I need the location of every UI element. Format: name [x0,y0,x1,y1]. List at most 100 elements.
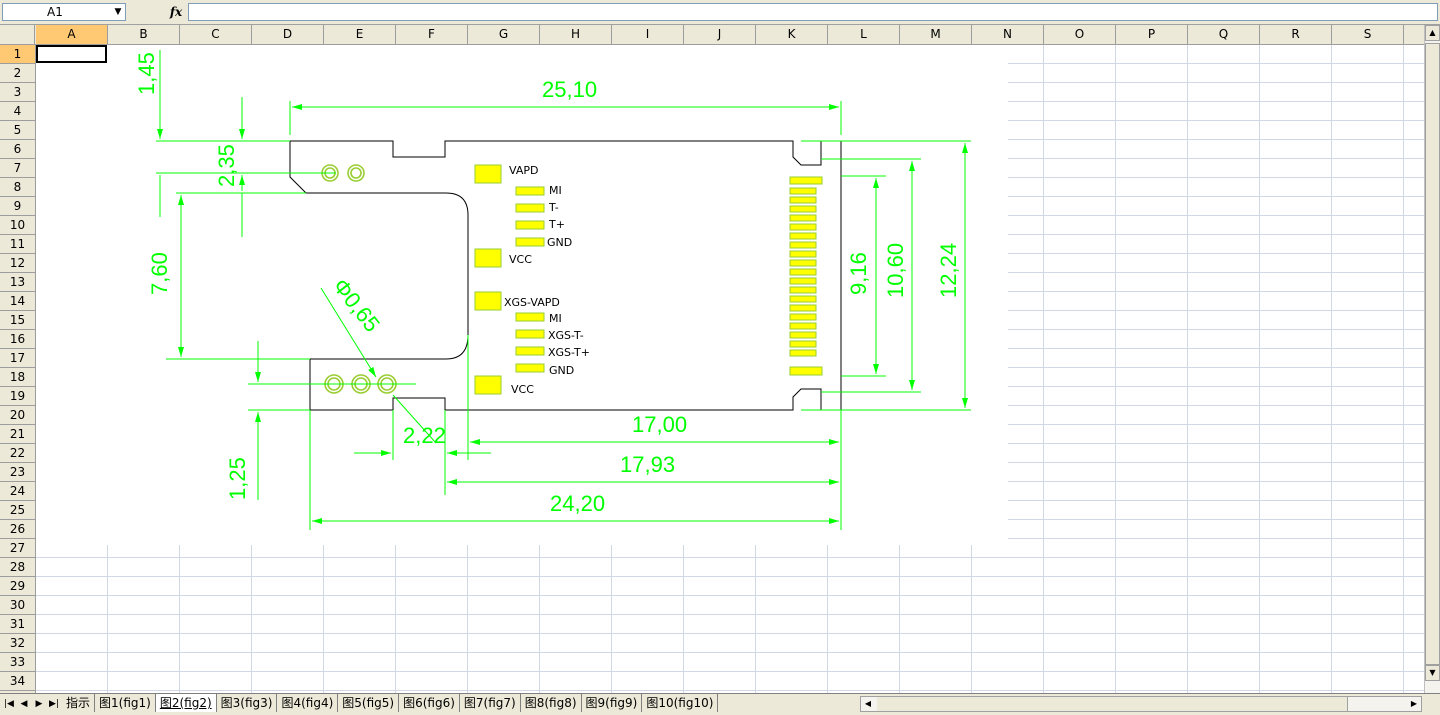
horizontal-scroll-thumb[interactable] [877,697,1348,711]
column-header-e[interactable]: E [324,25,396,44]
row-header-2[interactable]: 2 [0,64,35,83]
column-header-f[interactable]: F [396,25,468,44]
column-header-d[interactable]: D [252,25,324,44]
pads [474,164,823,395]
column-header-m[interactable]: M [900,25,972,44]
select-all-corner[interactable] [0,25,35,44]
prev-sheet-icon[interactable]: ◀ [20,699,28,709]
label-gnd-1: GND [547,236,572,249]
column-header-h[interactable]: H [540,25,612,44]
column-header-k[interactable]: K [756,25,828,44]
row-header-22[interactable]: 22 [0,444,35,463]
dim-17-93: 17,93 [620,452,675,477]
dim-10-60: 10,60 [883,243,908,298]
next-sheet-icon[interactable]: ▶ [35,699,43,709]
row-header-5[interactable]: 5 [0,121,35,140]
row-header-28[interactable]: 28 [0,558,35,577]
row-header-25[interactable]: 25 [0,501,35,520]
column-header-i[interactable]: I [612,25,684,44]
sheet-tab[interactable]: 图2(fig2) [155,694,217,712]
column-header-b[interactable]: B [108,25,180,44]
column-header-a[interactable]: A [36,25,108,44]
name-box-dropdown-icon[interactable]: ▼ [114,7,122,17]
sheet-tab[interactable]: 图10(fig10) [642,694,719,712]
row-header-18[interactable]: 18 [0,368,35,387]
sheet-tab[interactable]: 图7(fig7) [460,694,521,712]
label-vapd: VAPD [509,164,538,177]
sheet-tab[interactable]: 图3(fig3) [217,694,278,712]
sheet-tab[interactable]: 图4(fig4) [277,694,339,712]
vertical-scrollbar[interactable]: ▲ ▼ [1424,25,1440,693]
row-header-31[interactable]: 31 [0,615,35,634]
sheet-tab[interactable]: 图9(fig9) [582,694,643,712]
row-header-21[interactable]: 21 [0,425,35,444]
row-header-29[interactable]: 29 [0,577,35,596]
scroll-left-icon[interactable]: ◀ [864,699,872,708]
embedded-drawing[interactable]: VAPD MI T- T+ GND VCC XGS-VAPD MI XGS-T-… [36,45,1008,545]
row-header-9[interactable]: 9 [0,197,35,216]
row-header-13[interactable]: 13 [0,273,35,292]
last-sheet-icon[interactable]: ▶| [49,699,59,709]
column-header-j[interactable]: J [684,25,756,44]
column-header-l[interactable]: L [828,25,900,44]
sheet-tabs: 指示图1(fig1)图2(fig2)图3(fig3)图4(fig4)图5(fig… [62,694,719,714]
column-header-p[interactable]: P [1116,25,1188,44]
sheet-tab[interactable]: 图1(fig1) [95,694,156,712]
row-header-20[interactable]: 20 [0,406,35,425]
column-header-o[interactable]: O [1044,25,1116,44]
insert-function-icon[interactable]: fx [169,5,183,19]
row-header-3[interactable]: 3 [0,83,35,102]
first-sheet-icon[interactable]: |◀ [4,699,14,709]
row-header-10[interactable]: 10 [0,216,35,235]
label-xgs-vapd: XGS-VAPD [504,296,560,309]
row-header-16[interactable]: 16 [0,330,35,349]
row-header-27[interactable]: 27 [0,539,35,558]
scroll-up-icon[interactable]: ▲ [1425,25,1440,41]
dim-9-16: 9,16 [846,252,871,295]
sheet-tab[interactable]: 指示 [62,694,96,712]
label-mi-2: MI [549,312,562,325]
row-header-24[interactable]: 24 [0,482,35,501]
column-header-q[interactable]: Q [1188,25,1260,44]
row-header-7[interactable]: 7 [0,159,35,178]
sheet-tab[interactable]: 图5(fig5) [338,694,400,712]
dim-25-10: 25,10 [542,77,597,102]
column-header-n[interactable]: N [972,25,1044,44]
row-header-19[interactable]: 19 [0,387,35,406]
column-header-s[interactable]: S [1332,25,1404,44]
sheet-tab[interactable]: 图8(fig8) [521,694,582,712]
row-header-11[interactable]: 11 [0,235,35,254]
row-header-15[interactable]: 15 [0,311,35,330]
vertical-scroll-thumb[interactable] [1425,43,1440,665]
name-box[interactable]: A1 [2,3,126,21]
dim-17-00: 17,00 [632,412,687,437]
row-header-32[interactable]: 32 [0,634,35,653]
row-header-34[interactable]: 34 [0,672,35,691]
row-header-14[interactable]: 14 [0,292,35,311]
row-header-4[interactable]: 4 [0,102,35,121]
row-header-17[interactable]: 17 [0,349,35,368]
sheet-tab-bar: |◀ ◀ ▶ ▶| 指示图1(fig1)图2(fig2)图3(fig3)图4(f… [0,693,1440,715]
dim-1-45: 1,45 [134,52,159,95]
row-header-6[interactable]: 6 [0,140,35,159]
board-outline [289,140,842,411]
column-header-g[interactable]: G [468,25,540,44]
row-header-30[interactable]: 30 [0,596,35,615]
row-header-12[interactable]: 12 [0,254,35,273]
pad-labels: VAPD MI T- T+ GND VCC XGS-VAPD MI XGS-T-… [504,164,590,396]
label-mi-1: MI [549,184,562,197]
row-header-8[interactable]: 8 [0,178,35,197]
sheet-tab[interactable]: 图6(fig6) [399,694,460,712]
row-header-1[interactable]: 1 [0,45,35,64]
column-header-c[interactable]: C [180,25,252,44]
column-header-r[interactable]: R [1260,25,1332,44]
horizontal-scrollbar[interactable]: ◀ ▶ [860,696,1422,712]
row-header-33[interactable]: 33 [0,653,35,672]
scroll-down-icon[interactable]: ▼ [1425,665,1440,681]
formula-input[interactable] [188,3,1438,21]
scroll-right-icon[interactable]: ▶ [1410,699,1418,708]
row-header-23[interactable]: 23 [0,463,35,482]
row-header-26[interactable]: 26 [0,520,35,539]
